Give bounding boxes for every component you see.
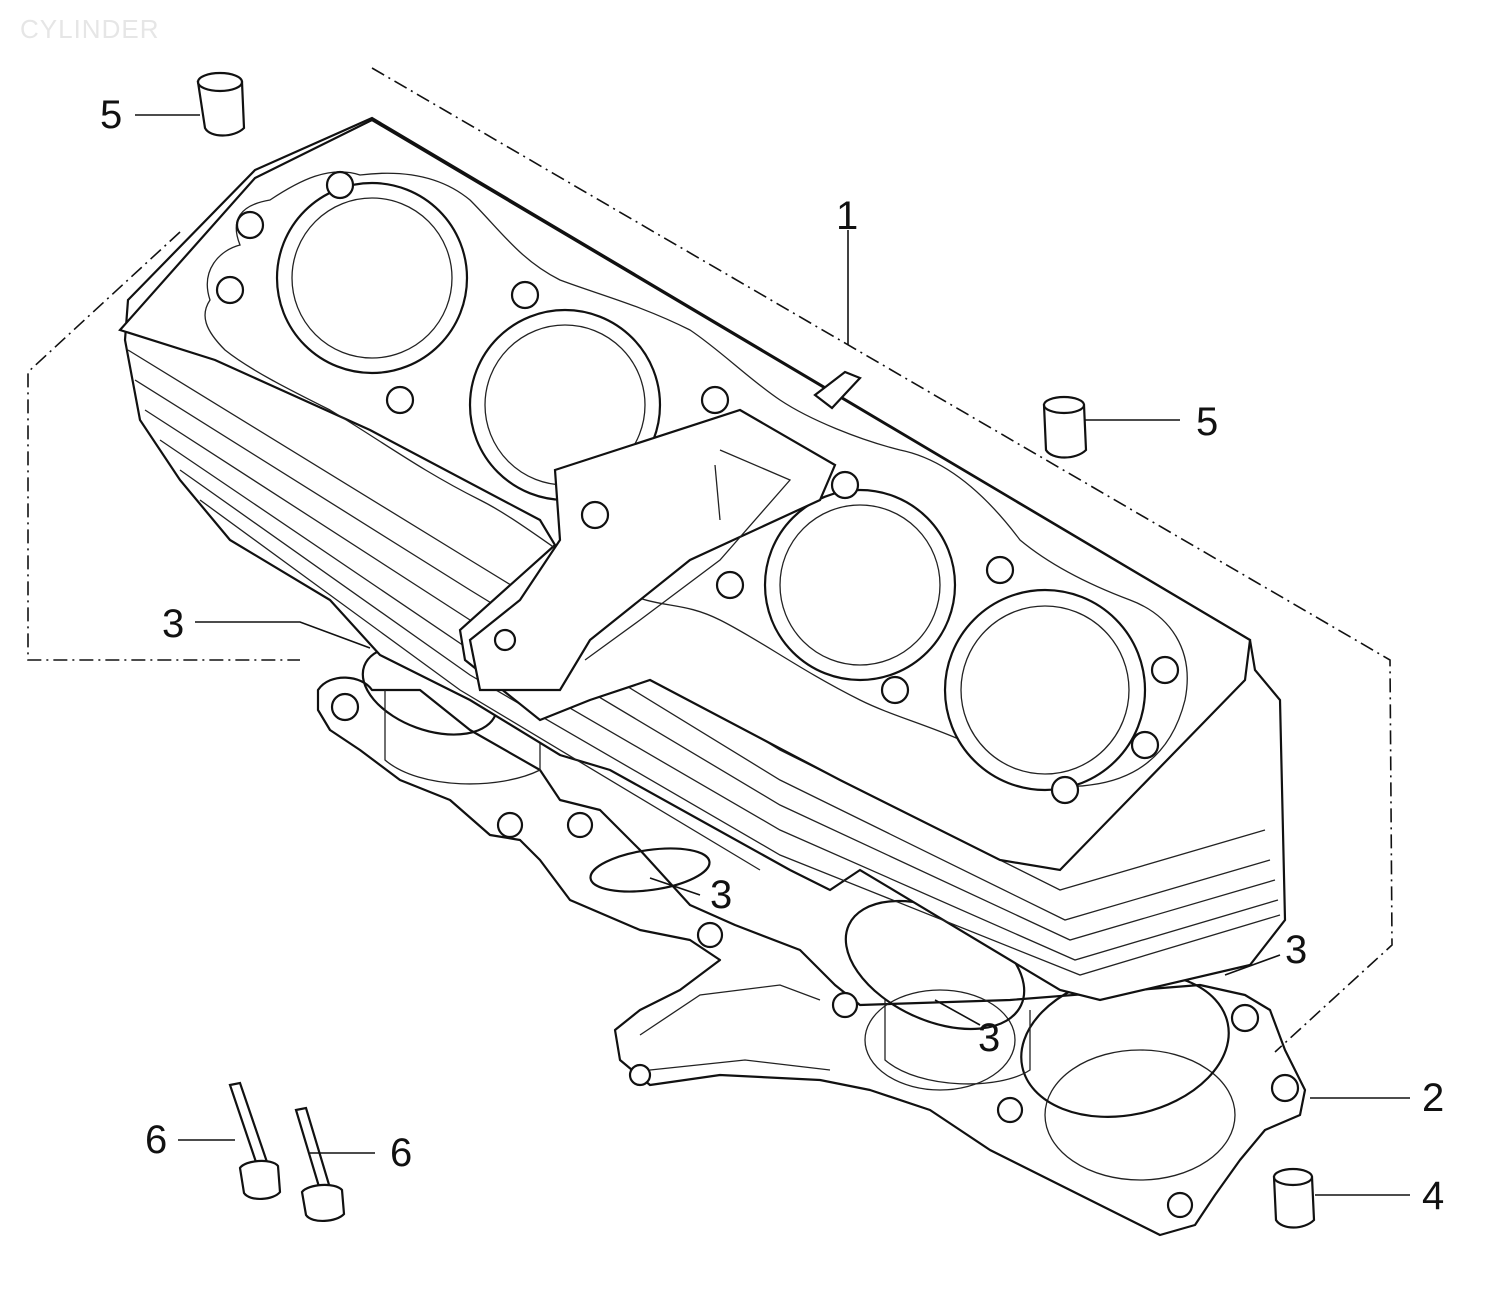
bolt-left: [228, 1081, 282, 1200]
dowel-pins: [196, 71, 1316, 1229]
callout-5-right: 5: [1196, 400, 1219, 444]
callout-6-right: 6: [390, 1131, 413, 1175]
callout-2: 2: [1422, 1076, 1445, 1120]
callout-4: 4: [1422, 1174, 1445, 1218]
cylinder-sleeves: [384, 690, 1031, 1085]
callout-5-top-left: 5: [100, 93, 123, 137]
bolt-right: [294, 1106, 346, 1222]
cylinder-base-gasket: [316, 676, 1307, 1237]
leader-lines: [135, 114, 1410, 1196]
callout-3-left: 3: [162, 602, 185, 646]
callout-1: 1: [836, 194, 859, 238]
bolts: [228, 1081, 346, 1222]
dowel-pin-bottom: [1272, 1167, 1316, 1229]
dowel-pin-top-left: [196, 71, 246, 137]
callout-3-right: 3: [1285, 928, 1308, 972]
callout-3-lower: 3: [978, 1016, 1001, 1060]
assembly-bracket: [27, 67, 1393, 1053]
callout-3-center: 3: [710, 873, 733, 917]
callout-6-left: 6: [145, 1118, 168, 1162]
diagram-title: CYLINDER: [20, 14, 160, 44]
dowel-pin-right: [1042, 395, 1088, 459]
cylinder-block: [118, 116, 1287, 1002]
